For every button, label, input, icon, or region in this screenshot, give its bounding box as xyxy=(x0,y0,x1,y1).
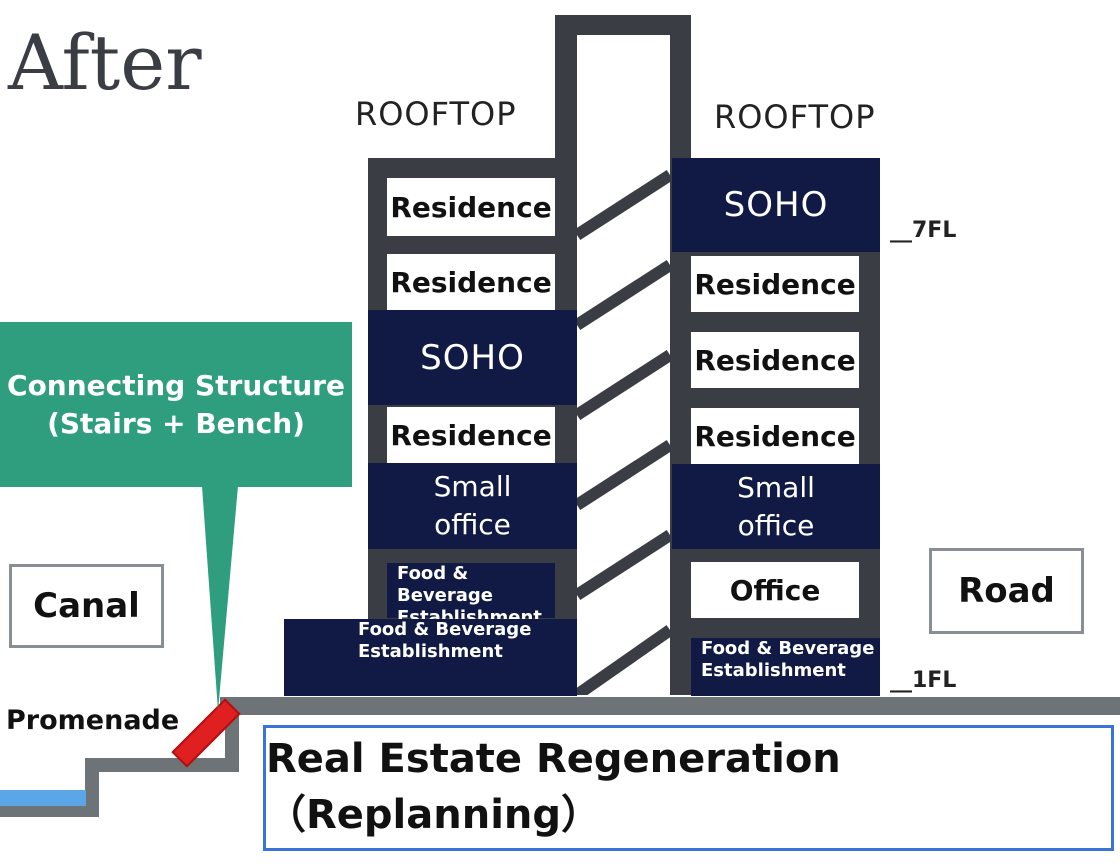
left-floor-7-residence: Residence xyxy=(387,178,555,236)
real-estate-regeneration-banner: Real Estate Regeneration（Replanning） xyxy=(263,725,1114,851)
right-floor-3-small-office: Small office xyxy=(672,464,880,549)
fb-line1: Food & Beverage xyxy=(358,619,532,640)
small-office-line2: office xyxy=(737,508,815,542)
rooftop-label-right: ROOFTOP xyxy=(714,98,876,136)
fb-line1: Food & Beverage xyxy=(397,563,493,606)
right-ground-food-beverage: Food & Beverage Establishment xyxy=(691,638,880,696)
callout-line1: Connecting Structure xyxy=(7,368,345,402)
callout-pointer xyxy=(202,486,238,711)
ground-line xyxy=(220,697,1120,715)
left-floor-4-residence: Residence xyxy=(387,407,555,463)
connecting-structure-callout: Connecting Structure (Stairs + Bench) xyxy=(0,322,352,487)
small-office-line2: office xyxy=(434,508,511,541)
right-floor-4-residence: Residence xyxy=(691,408,859,464)
left-floor-3-small-office: Small office xyxy=(368,463,577,549)
fb-line1: Food & Beverage xyxy=(701,638,875,659)
callout-line2: (Stairs + Bench) xyxy=(47,406,305,440)
fb-line2: Establishment xyxy=(701,660,846,681)
stair-diagonals xyxy=(577,169,670,695)
right-floor-6-residence: Residence xyxy=(691,256,859,312)
promenade-label: Promenade xyxy=(6,705,180,736)
right-floor-5-residence: Residence xyxy=(691,332,859,388)
road-label: Road xyxy=(929,548,1084,634)
right-floor-7-soho: SOHO xyxy=(672,158,880,252)
small-office-line1: Small xyxy=(433,470,512,503)
left-floor-5-soho: SOHO xyxy=(368,310,577,405)
canal-label: Canal xyxy=(9,564,164,648)
small-office-line1: Small xyxy=(737,470,815,504)
rooftop-label-left: ROOFTOP xyxy=(355,95,517,133)
floor-marker-7fl: __7FL xyxy=(890,218,957,243)
floor-marker-1fl: __1FL xyxy=(890,668,957,693)
left-ground-food-beverage: Food & Beverage Establishment xyxy=(284,619,577,696)
left-floor-6-residence: Residence xyxy=(387,254,555,310)
canal-steps xyxy=(0,698,260,817)
page-title: After xyxy=(8,18,202,107)
right-floor-2-office: Office xyxy=(691,562,859,618)
fb-line2: Establishment xyxy=(358,641,503,662)
left-floor-2-food-beverage: Food & Beverage Establishment xyxy=(387,563,555,628)
